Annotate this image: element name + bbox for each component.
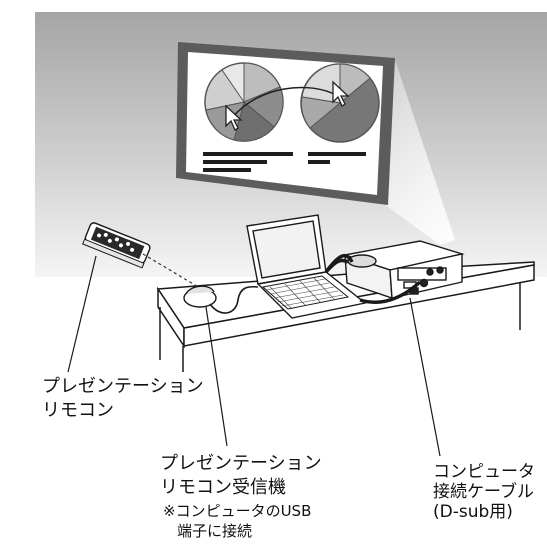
label-remote-line1: プレゼンテーション (42, 376, 204, 397)
leader-lines (67, 255, 441, 457)
usb-cable (209, 285, 259, 314)
label-cable-line3: (D-sub用) (433, 502, 513, 522)
laptop-icon (246, 214, 367, 319)
ir-signal-line (142, 253, 201, 289)
projector-icon (342, 240, 465, 299)
label-receiver-note2: 端子に接続 (177, 522, 253, 540)
label-receiver-note1: ※コンピュータのUSB (163, 502, 312, 520)
label-remote-line2: リモコン (42, 400, 114, 421)
label-receiver-line2: リモコン受信機 (160, 477, 286, 498)
receiver-icon (183, 285, 217, 308)
cursor-arrow-icon (332, 80, 350, 107)
screen-text-placeholder (203, 152, 366, 172)
label-receiver-line1: プレゼンテーション (160, 453, 322, 474)
presentation-remote-icon (82, 222, 151, 269)
cursor-path (231, 86, 339, 119)
label-cable-line2: 接続ケーブル (433, 482, 534, 502)
laptop-keyboard (265, 277, 344, 310)
cursor-arrow-icon (225, 104, 243, 131)
label-cable-line1: コンピュータ (433, 462, 535, 482)
pie-chart-icon (204, 62, 284, 142)
projection-beam (385, 60, 455, 245)
